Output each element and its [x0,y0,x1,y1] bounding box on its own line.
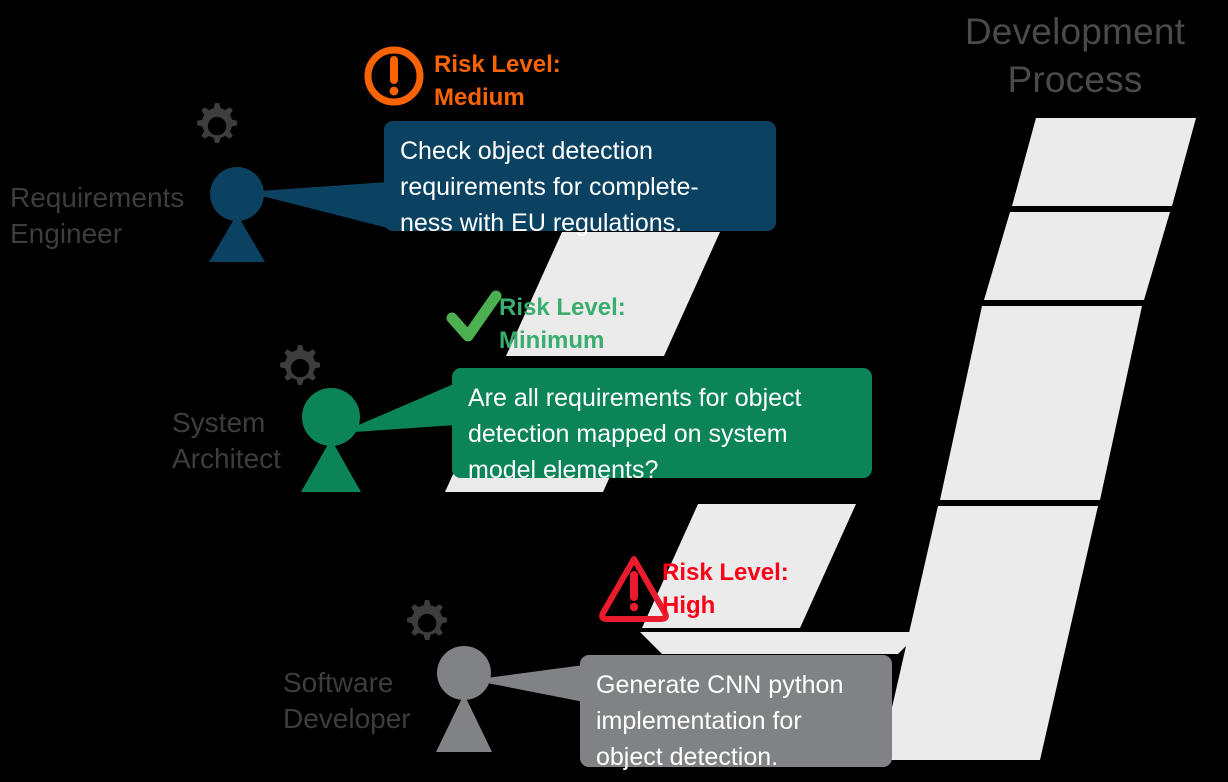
process-stage-bottom [640,632,920,654]
gear-icon [197,103,238,143]
bubble-tail [246,182,388,228]
gear-icon [280,345,321,385]
risk-level-software-developer: Risk Level: High [662,559,789,619]
role-label-requirements-engineer: Requirements Engineer [10,182,185,249]
bubble-tail [472,665,584,702]
exclamation-circle-icon [364,46,424,106]
speech-bubble-system-architect: Are all requirements for object detectio… [452,368,872,484]
risk-level-requirements-engineer: Risk Level: Medium [434,51,561,111]
page-title: Development Process [964,11,1186,100]
process-stage-left-1 [506,232,720,356]
risk-level-system-architect: Risk Level: Minimum [499,294,626,354]
process-stage-right-4 [880,506,1098,760]
role-label-software-developer: Software Developer [283,667,411,734]
avatar-system-architect [301,388,361,492]
speech-bubble-requirements-engineer: Check object detection requirements for … [384,121,776,237]
avatar-requirements-engineer [209,167,265,262]
gear-icon [407,600,448,640]
chat-robot-icon [338,280,428,382]
process-stage-right-3 [940,306,1142,500]
avatar-software-developer [436,646,492,752]
check-mark-icon [446,290,502,342]
bubble-tail [340,383,456,433]
chat-robot-icon [475,545,565,647]
warning-triangle-icon [599,556,669,622]
speech-bubble-software-developer: Generate CNN python implementation for o… [580,655,892,771]
chat-robot-icon [252,36,342,138]
process-stage-left-3 [642,504,856,628]
process-stage-right-2 [984,212,1170,300]
role-label-system-architect: System Architect [172,407,281,474]
process-stage-right-1 [1012,118,1196,206]
